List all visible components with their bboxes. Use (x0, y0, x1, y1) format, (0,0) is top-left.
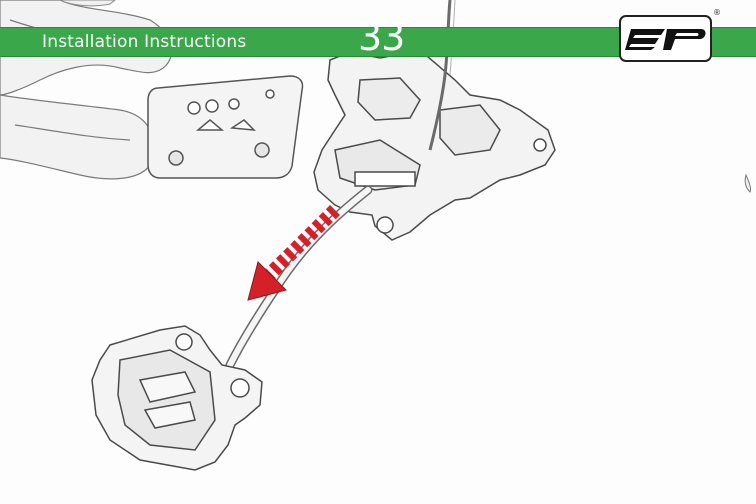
registered-mark: ® (713, 8, 721, 17)
ep-logo-icon (621, 17, 710, 60)
ep-logo (619, 15, 712, 62)
arrow-icon (248, 210, 335, 300)
page-number: 33 (358, 17, 404, 57)
mounting-bracket-icon (148, 76, 303, 178)
connector-housing-icon (314, 50, 555, 240)
header-title: Installation Instructions (42, 30, 246, 54)
